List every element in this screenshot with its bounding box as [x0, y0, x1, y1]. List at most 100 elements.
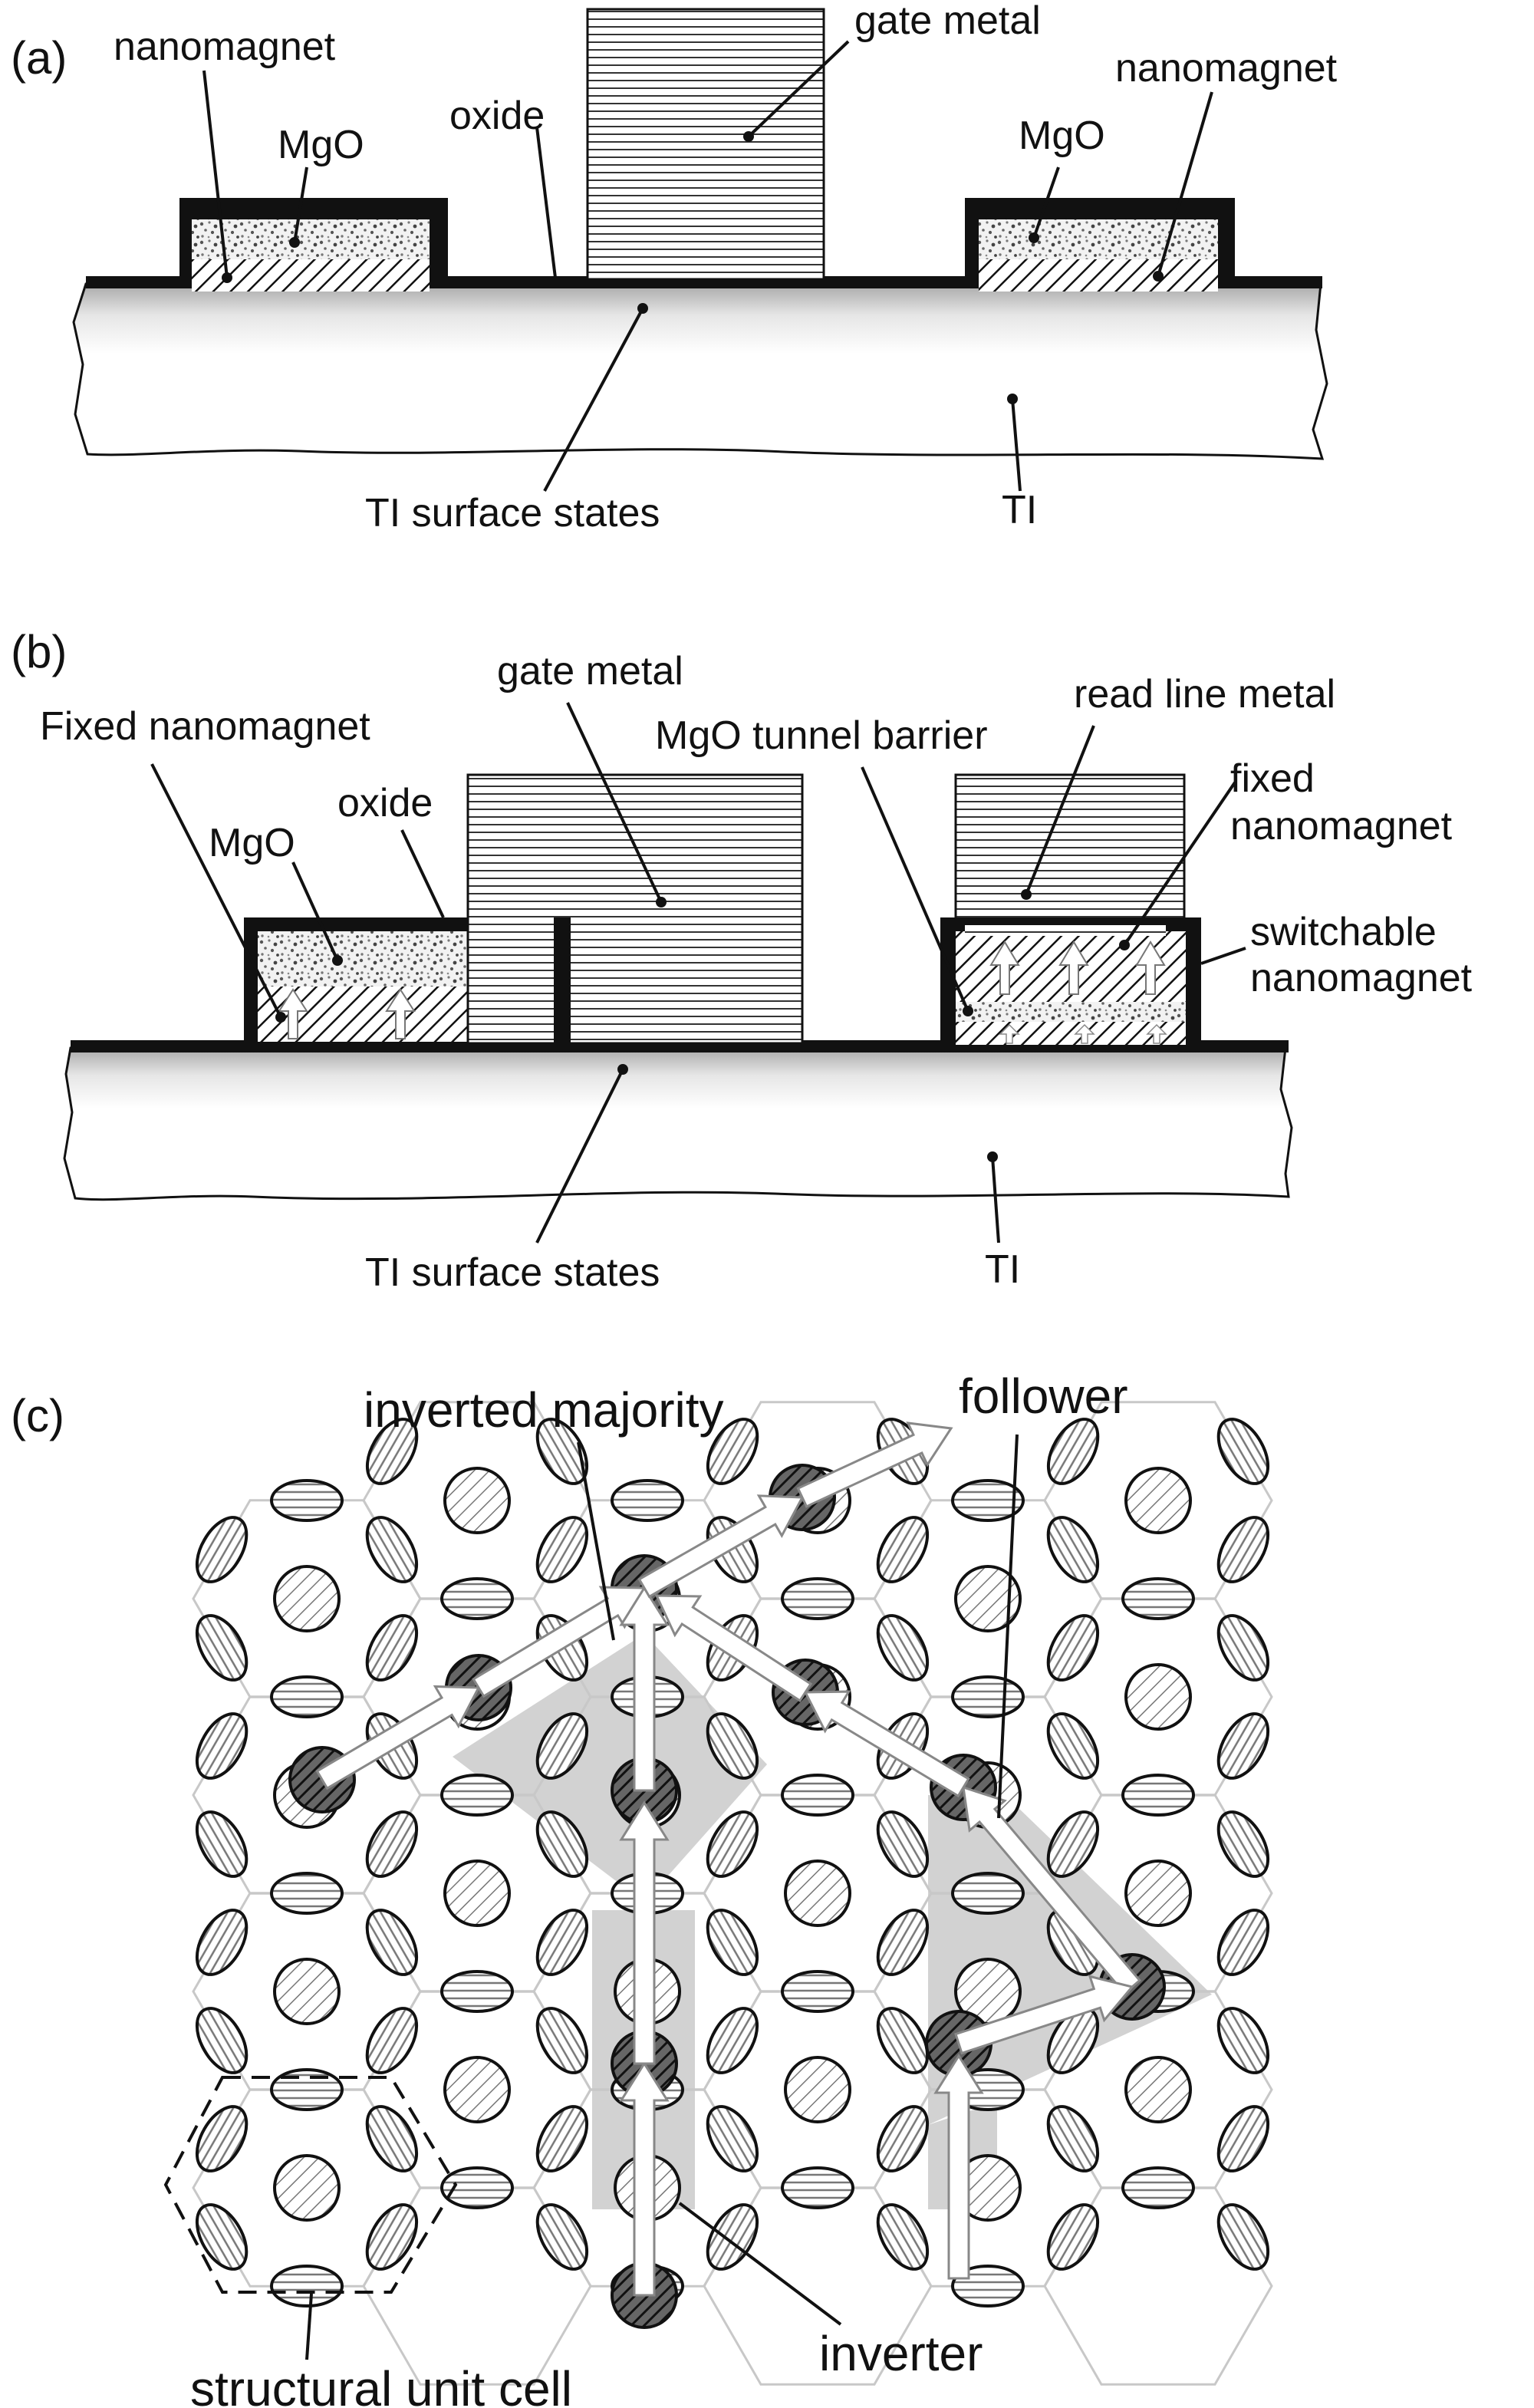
edge-nanomagnet: [876, 2007, 930, 2074]
edge-nanomagnet: [535, 2105, 589, 2172]
label-fixed-b: fixed: [1230, 756, 1315, 801]
edge-nanomagnet: [1216, 1712, 1270, 1780]
edge-nanomagnet: [781, 1970, 854, 2013]
signal-arrow: [803, 1690, 970, 1798]
edge-nanomagnet: [1216, 2203, 1270, 2271]
signal-arrow: [619, 1586, 670, 1792]
edge-nanomagnet: [535, 1418, 589, 1485]
signal-arrow: [954, 1975, 1134, 2055]
label-switchable-nanomagnet-b: nanomagnet: [1250, 956, 1473, 1000]
label-ti-surface-states-b: TI surface states: [365, 1250, 660, 1295]
signal-arrow: [796, 1421, 953, 1508]
ti-substrate-b: [63, 1046, 1293, 1201]
edge-nanomagnet: [365, 2105, 419, 2172]
label-mgo-b: MgO: [209, 821, 295, 865]
panel-a: (a) nanomagnet MgO oxide gate metal MgO …: [11, 0, 1338, 535]
edge-nanomagnet: [195, 2007, 249, 2074]
label-switchable-b: switchable: [1250, 910, 1437, 954]
label-gate-metal-b: gate metal: [497, 649, 683, 693]
label-mgo-right-a: MgO: [1019, 114, 1105, 158]
right-mgo-a: [979, 219, 1218, 259]
ti-substrate-a: [72, 282, 1328, 460]
edge-nanomagnet: [1121, 1577, 1195, 1620]
edge-nanomagnet: [1216, 1810, 1270, 1878]
edge-nanomagnet: [365, 1810, 419, 1878]
edge-nanomagnet: [440, 1577, 514, 1620]
edge-nanomagnet: [270, 1479, 344, 1522]
edge-nanomagnet: [270, 1675, 344, 1718]
edge-nanomagnet: [535, 1810, 589, 1878]
gate-metal-b: [466, 773, 804, 1045]
center-nanomagnet: [1124, 1467, 1192, 1534]
edge-nanomagnet: [951, 1675, 1025, 1718]
edge-nanomagnet: [1216, 2105, 1270, 2172]
edge-nanomagnet: [365, 2203, 419, 2271]
edge-nanomagnet: [1216, 2007, 1270, 2074]
edge-nanomagnet: [876, 1909, 930, 1976]
label-inverted-majority: inverted majority: [364, 1382, 724, 1438]
edge-nanomagnet: [1216, 1418, 1270, 1485]
label-mgo-tunnel-barrier-b: MgO tunnel barrier: [655, 713, 988, 758]
right-mgo-tunnel-b: [956, 1002, 1186, 1022]
label-mgo-left-a: MgO: [278, 123, 364, 167]
panel-b: (b): [11, 626, 1473, 1295]
edge-nanomagnet: [195, 1810, 249, 1878]
edge-nanomagnet: [535, 1712, 589, 1780]
signal-arrow: [472, 1586, 647, 1698]
edge-nanomagnet: [1216, 1909, 1270, 1976]
panel-b-label: (b): [11, 626, 67, 677]
edge-nanomagnet: [876, 1516, 930, 1583]
label-fixed-nanomagnet-right-b: nanomagnet: [1230, 804, 1453, 848]
panel-a-label: (a): [11, 32, 67, 84]
label-inverter: inverter: [819, 2326, 983, 2381]
edge-nanomagnet: [1216, 1614, 1270, 1682]
edge-nanomagnet: [195, 1712, 249, 1780]
edge-nanomagnet: [270, 1872, 344, 1915]
edge-nanomagnet: [535, 2203, 589, 2271]
edge-nanomagnet: [365, 1418, 419, 1485]
edge-nanomagnet: [535, 1909, 589, 1976]
panel-c-label: (c): [11, 1390, 64, 1441]
label-fixed-nanomagnet-b: Fixed nanomagnet: [40, 704, 370, 749]
edge-nanomagnet: [535, 2007, 589, 2074]
signal-arrow: [933, 2054, 984, 2280]
label-follower: follower: [959, 1369, 1128, 1424]
signal-arrow: [654, 1594, 813, 1702]
label-oxide-a: oxide: [449, 94, 545, 138]
edge-nanomagnet: [1046, 2105, 1100, 2172]
center-nanomagnet: [273, 1565, 341, 1632]
edge-nanomagnet: [706, 2203, 759, 2271]
edge-nanomagnet: [440, 1774, 514, 1817]
label-read-line-metal-b: read line metal: [1074, 672, 1335, 716]
edge-nanomagnet: [706, 2007, 759, 2074]
edge-nanomagnet: [1121, 1774, 1195, 1817]
edge-nanomagnet: [270, 2265, 344, 2308]
edge-nanomagnet: [195, 1614, 249, 1682]
label-ti-b: TI: [985, 1247, 1020, 1292]
label-ti-a: TI: [1002, 488, 1037, 532]
center-nanomagnet: [784, 1860, 851, 1927]
edge-nanomagnet: [1046, 1810, 1100, 1878]
center-nanomagnet: [443, 1467, 511, 1534]
edge-nanomagnet: [876, 1614, 930, 1682]
signal-arrow: [962, 1785, 1142, 1995]
edge-nanomagnet: [1046, 1614, 1100, 1682]
edge-nanomagnet: [440, 1970, 514, 2013]
label-structural-unit-cell: structural unit cell: [190, 2361, 572, 2408]
edge-nanomagnet: [270, 2068, 344, 2111]
edge-nanomagnet: [706, 1418, 759, 1485]
center-nanomagnet: [273, 1958, 341, 2025]
edge-nanomagnet: [951, 2265, 1025, 2308]
edge-nanomagnet: [195, 1516, 249, 1583]
edge-nanomagnet: [706, 1810, 759, 1878]
edge-nanomagnet: [951, 1479, 1025, 1522]
center-nanomagnet: [1124, 1860, 1192, 1927]
edge-nanomagnet: [706, 2105, 759, 2172]
center-nanomagnet: [784, 2056, 851, 2123]
inverted-majority-region: [453, 1634, 767, 1902]
hex-cell: [1043, 2186, 1273, 2386]
edge-nanomagnet: [876, 1810, 930, 1878]
center-nanomagnet: [443, 2056, 511, 2123]
signal-arrow: [637, 1494, 805, 1599]
edge-nanomagnet: [365, 1614, 419, 1682]
